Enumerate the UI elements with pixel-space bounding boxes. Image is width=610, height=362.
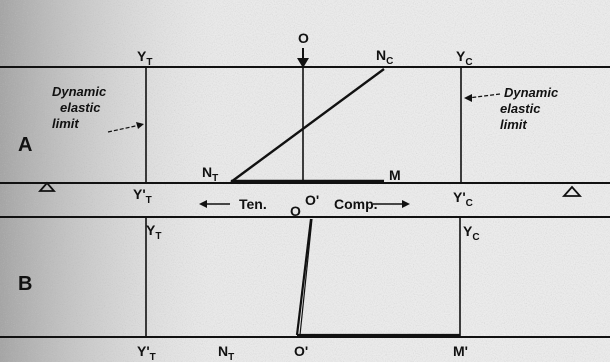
label-tension: Ten. <box>239 196 267 212</box>
label-yt-prime: Y'T <box>133 186 152 206</box>
label-m: M <box>389 167 401 183</box>
left-support-icon <box>38 181 56 192</box>
stress-line-nt-nc <box>230 68 385 183</box>
label-compression: Comp. <box>334 196 378 212</box>
label-b-o-prime: O' <box>294 343 308 359</box>
label-b-o: O <box>290 203 301 219</box>
beam-a-label: A <box>18 134 32 156</box>
right-support-icon <box>561 185 583 197</box>
label-yc-prime: Y'C <box>453 189 473 209</box>
label-o: O <box>298 30 309 46</box>
label-yt: YT <box>137 48 152 68</box>
dynamic-limit-left-leader <box>107 124 141 133</box>
beam-b-stress-line-2 <box>299 218 313 336</box>
label-b-nt: NT <box>218 343 234 362</box>
beam-b-label: B <box>18 273 32 295</box>
beam-a: A YT O NC YC NT M Dynamic elastic limit … <box>0 30 610 212</box>
label-b-yt: YT <box>146 222 161 242</box>
tension-arrow-head <box>199 200 207 208</box>
label-nt: NT <box>202 164 218 184</box>
beam-b: B YT O YC Y'T NT O' M' <box>0 203 610 362</box>
dynamic-limit-right-leader <box>467 93 501 99</box>
label-nc: NC <box>376 47 393 67</box>
dynamic-limit-left-arrowhead <box>136 122 144 129</box>
label-yc: YC <box>456 48 473 68</box>
load-arrow-head <box>297 58 309 68</box>
compression-arrow-head <box>402 200 410 208</box>
label-b-yc: YC <box>463 223 480 243</box>
dynamic-limit-right-label: Dynamic elastic limit <box>500 85 562 132</box>
dynamic-limit-left-label: Dynamic elastic limit <box>52 84 110 131</box>
dynamic-limit-right-arrowhead <box>464 94 472 102</box>
label-o-prime: O' <box>305 192 319 208</box>
label-b-m-prime: M' <box>453 343 468 359</box>
beam-b-stress-line <box>295 218 313 336</box>
label-b-yt-prime: Y'T <box>137 343 156 362</box>
